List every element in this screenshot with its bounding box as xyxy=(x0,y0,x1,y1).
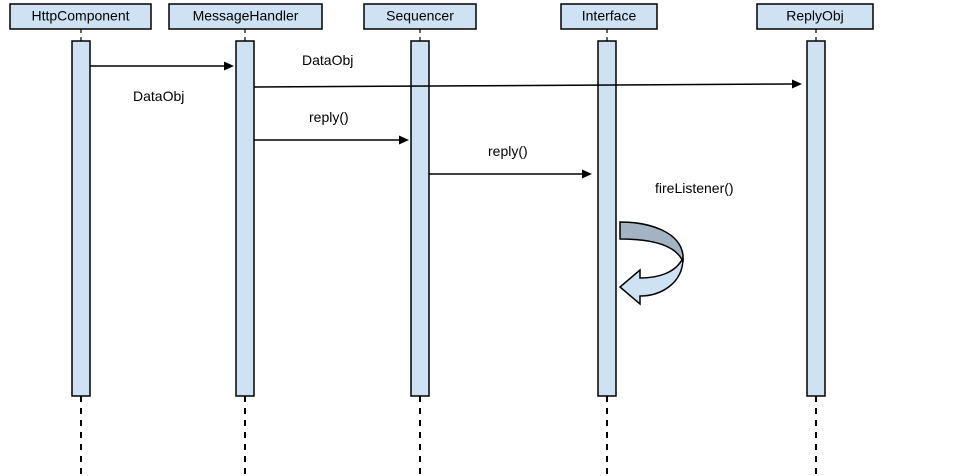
arrowhead-icon xyxy=(399,135,409,145)
message-handler-to-replyobj: DataObj xyxy=(253,52,802,89)
participant-label: Interface xyxy=(582,8,637,24)
activation-bar xyxy=(806,40,826,397)
participant-label: Sequencer xyxy=(386,8,454,24)
message-sequencer-to-interface: reply() xyxy=(429,143,592,179)
participant-interface: Interface xyxy=(560,3,658,476)
participant-label: MessageHandler xyxy=(193,8,299,24)
participant-header[interactable] xyxy=(756,3,874,30)
arrowhead-icon xyxy=(224,61,234,71)
message-arrow-line xyxy=(253,83,795,88)
participant-message-handler: MessageHandler xyxy=(168,3,323,476)
participant-label: ReplyObj xyxy=(786,8,844,24)
arrowhead-icon xyxy=(792,79,802,89)
message-http-to-handler: DataObj xyxy=(90,61,234,104)
activation-bar xyxy=(597,40,617,397)
message-label: fireListener() xyxy=(655,180,734,196)
participant-label: HttpComponent xyxy=(31,8,129,24)
participant-sequencer: Sequencer xyxy=(363,3,477,476)
message-label: reply() xyxy=(309,109,349,125)
activation-bar xyxy=(235,40,255,397)
participant-http-component: HttpComponent xyxy=(9,3,152,476)
message-label: reply() xyxy=(488,143,528,159)
message-label: DataObj xyxy=(133,88,184,104)
participant-header[interactable] xyxy=(560,3,658,30)
activation-bar xyxy=(71,40,91,397)
self-call-arrow-back xyxy=(619,221,684,263)
participant-header[interactable] xyxy=(9,3,152,30)
participant-reply-obj: ReplyObj xyxy=(756,3,874,476)
message-handler-to-sequencer: reply() xyxy=(254,109,409,145)
activation-bar xyxy=(410,40,430,397)
participant-header[interactable] xyxy=(363,3,477,30)
message-interface-self-call: fireListener() xyxy=(618,180,734,306)
self-call-arrow-icon xyxy=(618,257,684,306)
message-label: DataObj xyxy=(302,52,353,68)
arrowhead-icon xyxy=(582,169,592,179)
